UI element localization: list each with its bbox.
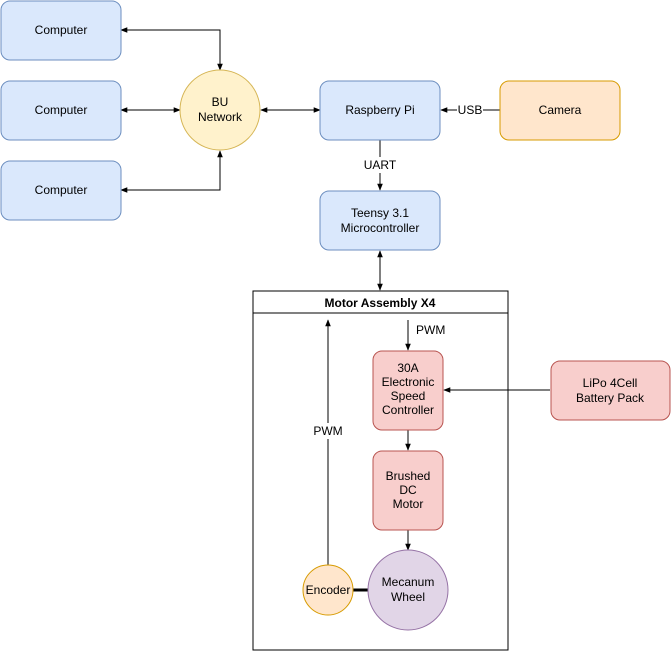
- node-label: Motor: [393, 497, 424, 511]
- node-raspberry-pi: Raspberry Pi: [319, 80, 441, 141]
- edge-label-usb: USB: [458, 103, 483, 117]
- node-label: Electronic: [382, 375, 435, 389]
- node-label: Network: [198, 110, 243, 124]
- node-label: Brushed: [386, 469, 431, 483]
- edge-label-pwm-feedback: PWM: [313, 424, 342, 438]
- node-label: 30A: [397, 361, 418, 375]
- node-lipo-battery: LiPo 4Cell Battery Pack: [550, 360, 671, 421]
- node-label: BU: [212, 95, 229, 109]
- node-label: Teensy 3.1: [351, 206, 409, 220]
- node-label: Encoder: [306, 583, 351, 597]
- container-motor-assembly: Motor Assembly X4: [252, 290, 509, 651]
- node-mecanum-wheel: Mecanum Wheel: [367, 549, 449, 631]
- node-label: Speed: [391, 389, 426, 403]
- node-bu-network: BU Network: [179, 69, 261, 151]
- node-label: Wheel: [391, 590, 425, 604]
- node-dc-motor: Brushed DC Motor: [372, 450, 444, 531]
- node-label: Microcontroller: [341, 221, 420, 235]
- edge-label-uart: UART: [364, 158, 397, 172]
- node-esc: 30A Electronic Speed Controller: [372, 350, 444, 431]
- node-computer-1: Computer: [0, 0, 122, 61]
- edge-label-pwm-in: PWM: [416, 323, 445, 337]
- edge-computer1-network: [120, 27, 223, 71]
- node-computer-2: Computer: [0, 80, 122, 141]
- node-label: Computer: [35, 183, 88, 197]
- node-camera: Camera: [499, 80, 621, 141]
- node-teensy: Teensy 3.1 Microcontroller: [319, 190, 441, 251]
- node-label: Controller: [382, 403, 434, 417]
- node-label: Camera: [539, 103, 582, 117]
- node-label: Battery Pack: [576, 391, 645, 405]
- edge-computer3-network: [120, 150, 223, 193]
- node-label: Computer: [35, 23, 88, 37]
- node-encoder: Encoder: [302, 564, 354, 616]
- container-title: Motor Assembly X4: [325, 296, 436, 310]
- node-computer-3: Computer: [0, 160, 122, 221]
- node-label: Computer: [35, 103, 88, 117]
- node-label: Mecanum: [382, 575, 435, 589]
- node-label: LiPo 4Cell: [583, 376, 638, 390]
- node-label: DC: [399, 483, 417, 497]
- node-label: Raspberry Pi: [345, 103, 414, 117]
